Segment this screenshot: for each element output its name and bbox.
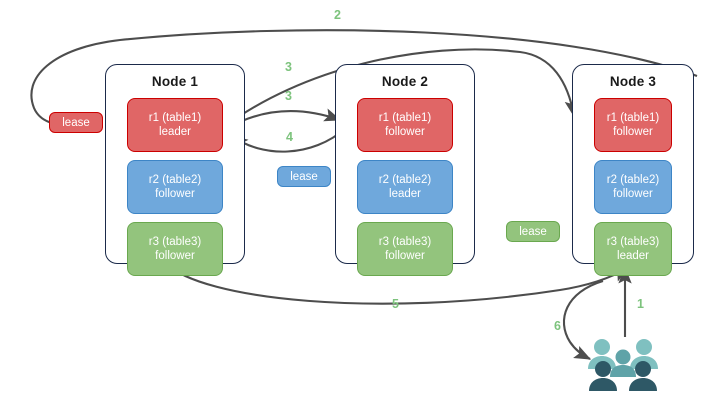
- replica-name: r1 (table1): [148, 111, 202, 124]
- replica-r2[interactable]: r2 (table2) follower: [127, 160, 223, 214]
- node-title: Node 2: [381, 74, 429, 89]
- replica-role: follower: [385, 250, 425, 262]
- lease-chip-green[interactable]: lease: [506, 221, 560, 242]
- step-label-3-short: 3: [285, 89, 292, 103]
- people-group-icon: [588, 339, 658, 391]
- step-label-1: 1: [637, 297, 644, 311]
- replica-r3[interactable]: r3 (table3) follower: [357, 222, 453, 276]
- replica-r1[interactable]: r1 (table1) follower: [594, 98, 672, 152]
- replica-r3[interactable]: r3 (table3) follower: [127, 222, 223, 276]
- replica-name: r3 (table3): [378, 235, 432, 248]
- replica-role: follower: [613, 126, 653, 138]
- replica-name: r2 (table2): [148, 173, 202, 186]
- step-label-4: 4: [286, 130, 293, 144]
- node-card-3[interactable]: Node 3 r1 (table1) follower r2 (table2) …: [572, 64, 694, 276]
- node-card-1[interactable]: Node 1 r1 (table1) leader r2 (table2) fo…: [105, 64, 245, 276]
- step-label-3-long: 3: [285, 60, 292, 74]
- node-title: Node 1: [151, 74, 199, 89]
- replica-list: r1 (table1) follower r2 (table2) followe…: [573, 98, 693, 276]
- lease-chip-blue[interactable]: lease: [277, 166, 331, 187]
- node-card-2[interactable]: Node 2 r1 (table1) follower r2 (table2) …: [335, 64, 475, 276]
- replica-role: leader: [617, 250, 649, 262]
- replica-role: follower: [385, 126, 425, 138]
- step-label-6: 6: [554, 319, 561, 333]
- replica-name: r2 (table2): [606, 173, 660, 186]
- lease-label: lease: [290, 170, 318, 183]
- lease-label: lease: [519, 225, 547, 238]
- replica-name: r3 (table3): [148, 235, 202, 248]
- replica-list: r1 (table1) follower r2 (table2) leader …: [336, 98, 474, 276]
- replica-role: leader: [159, 126, 191, 138]
- replica-name: r1 (table1): [378, 111, 432, 124]
- replica-name: r1 (table1): [606, 111, 660, 124]
- step-label-2: 2: [334, 8, 341, 22]
- replica-role: follower: [613, 188, 653, 200]
- replica-r2[interactable]: r2 (table2) follower: [594, 160, 672, 214]
- replica-list: r1 (table1) leader r2 (table2) follower …: [106, 98, 244, 276]
- replica-r3[interactable]: r3 (table3) leader: [594, 222, 672, 276]
- replica-r1[interactable]: r1 (table1) follower: [357, 98, 453, 152]
- step-label-5: 5: [392, 297, 399, 311]
- node-title: Node 3: [609, 74, 657, 89]
- lease-chip-red[interactable]: lease: [49, 112, 103, 133]
- replica-role: follower: [155, 188, 195, 200]
- replica-r2[interactable]: r2 (table2) leader: [357, 160, 453, 214]
- lease-label: lease: [62, 116, 90, 129]
- replica-role: leader: [389, 188, 421, 200]
- replica-role: follower: [155, 250, 195, 262]
- replica-name: r3 (table3): [606, 235, 660, 248]
- replica-r1[interactable]: r1 (table1) leader: [127, 98, 223, 152]
- replica-name: r2 (table2): [378, 173, 432, 186]
